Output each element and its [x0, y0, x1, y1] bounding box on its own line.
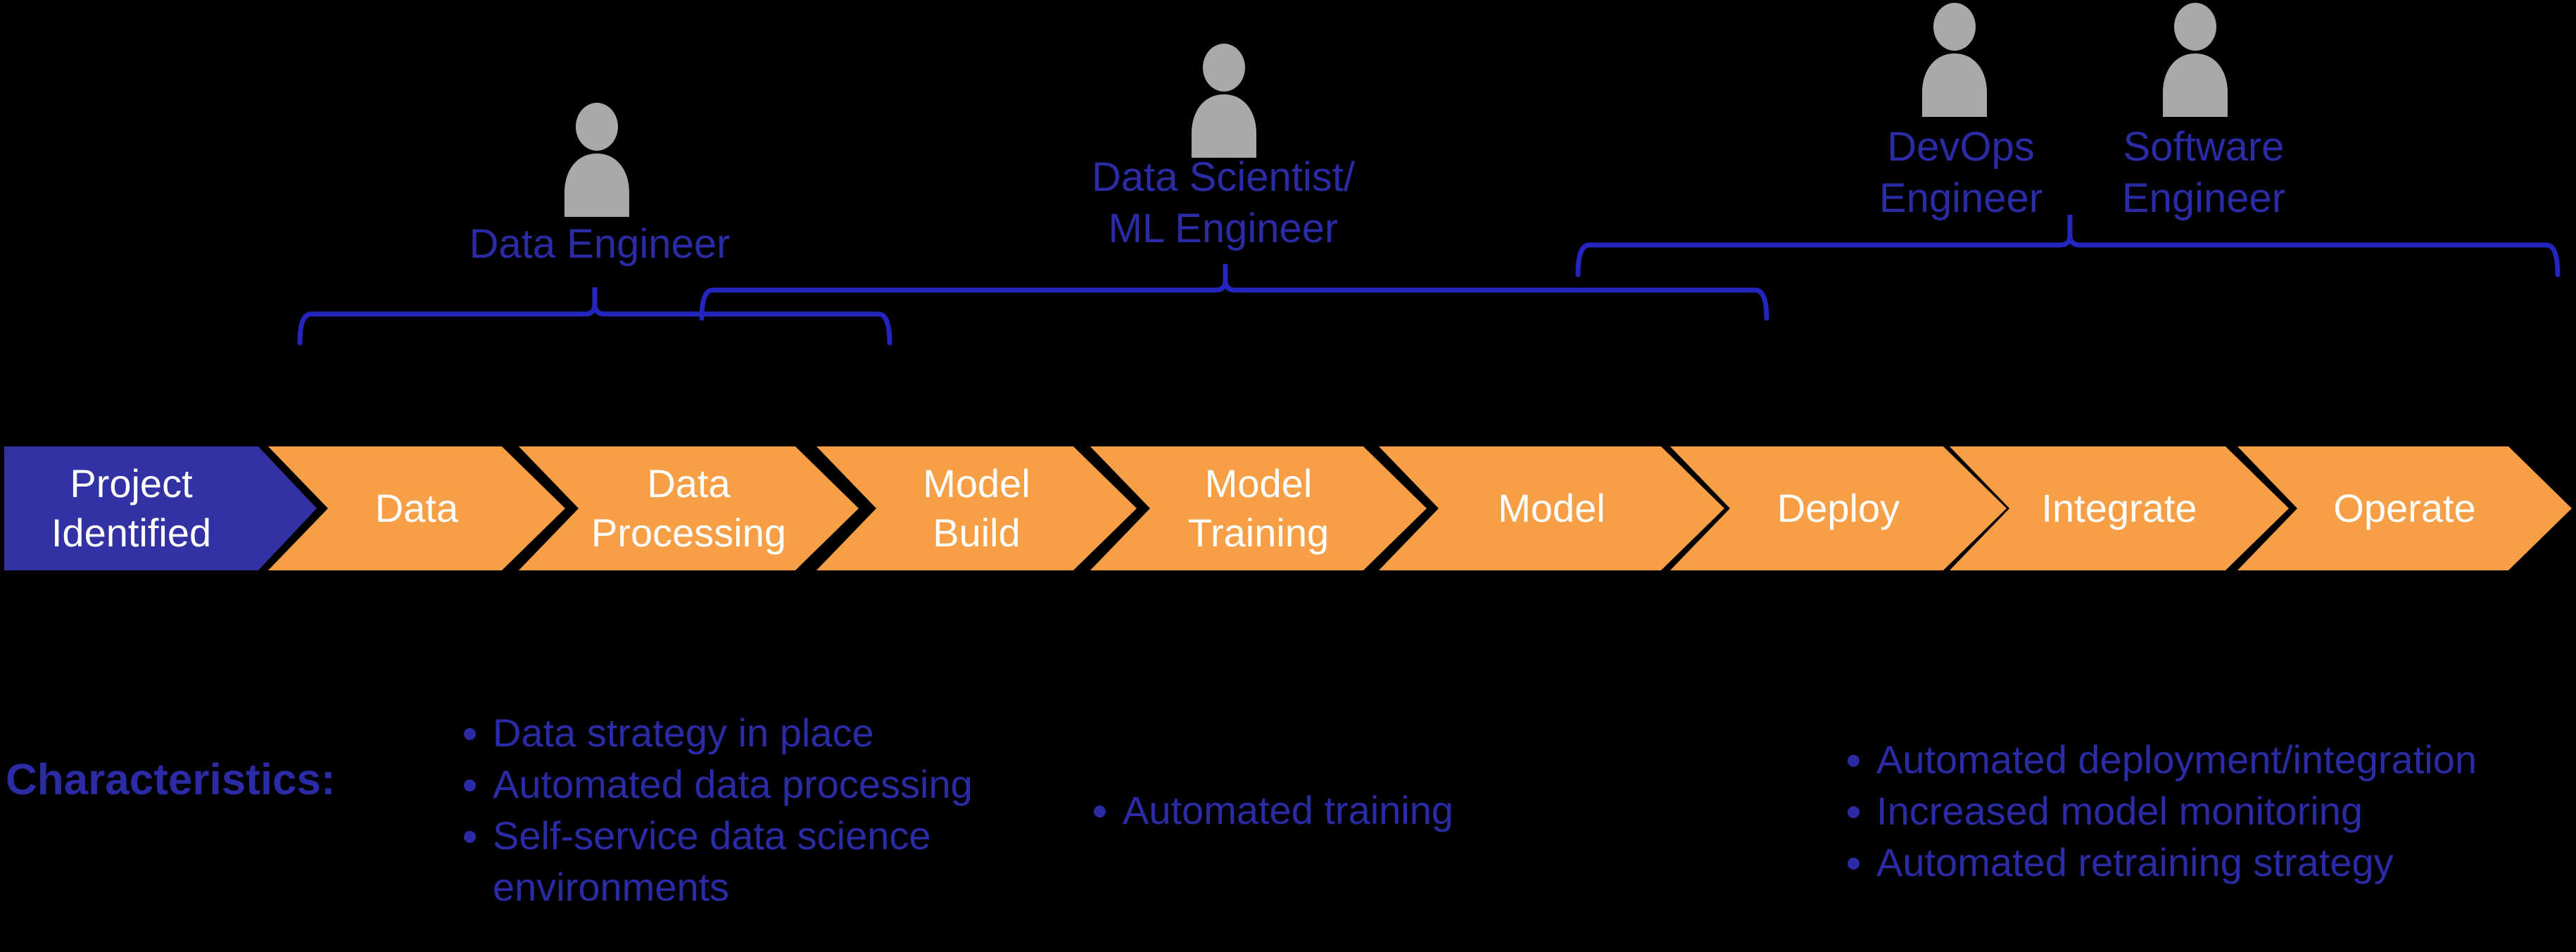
role-label-data-engineer: Data Engineer — [469, 221, 731, 267]
process-step-label: Data — [374, 486, 459, 530]
process-step-label: Model — [1498, 486, 1605, 530]
process-step-label: Operate — [2333, 486, 2476, 530]
process-step-shape — [268, 446, 565, 570]
process-step-shape — [519, 446, 859, 570]
process-step-shape — [1670, 446, 2007, 570]
characteristic-item: Self-service data science environments — [493, 810, 1014, 913]
role-label-data-scientist-ml-engineer: Data Scientist/ ML Engineer — [1092, 154, 1355, 251]
process-step-shape — [1090, 446, 1427, 570]
process-step-shape — [1950, 446, 2289, 570]
characteristics-list-deploy-stage: Automated deployment/integration Increas… — [1827, 734, 2576, 888]
characteristic-item: Data strategy in place — [493, 707, 1014, 758]
characteristic-item: Automated data processing — [493, 758, 1014, 810]
characteristic-item: Automated deployment/integration — [1876, 734, 2576, 785]
brace-devops-software-engineer — [1575, 215, 2561, 277]
characteristic-item: Automated training — [1123, 784, 1615, 836]
process-step-label: Model Build — [923, 461, 1030, 555]
person-icon — [551, 103, 643, 217]
person-icon — [1909, 3, 2000, 117]
role-label-software-engineer: Software Engineer — [2121, 124, 2286, 221]
brace-data-scientist-ml-engineer — [699, 264, 1769, 321]
person-icon — [1178, 44, 1270, 158]
process-step-label: Deploy — [1776, 486, 1900, 530]
characteristic-item: Increased model monitoring — [1876, 785, 2576, 837]
process-step-shape — [1379, 446, 1724, 570]
process-step-shape — [2237, 446, 2572, 570]
process-step-label: Project Identified — [51, 461, 212, 555]
characteristic-item: Automated retraining strategy — [1876, 837, 2576, 888]
characteristics-list-model-stage: Automated training — [1073, 784, 1615, 836]
characteristics-heading: Characteristics: — [6, 756, 336, 804]
process-step-shape — [816, 446, 1137, 570]
process-step-label: Data Processing — [591, 461, 787, 555]
process-step-label: Integrate — [2041, 486, 2197, 530]
role-label-devops-engineer: DevOps Engineer — [1879, 124, 2043, 221]
person-icon — [2149, 3, 2241, 117]
process-step-label: Model Training — [1187, 461, 1330, 555]
characteristics-list-data-stage: Data strategy in place Automated data pr… — [443, 707, 1014, 913]
process-step-shape — [4, 446, 317, 570]
process-arrows — [4, 446, 2572, 570]
brace-data-engineer — [297, 287, 892, 346]
